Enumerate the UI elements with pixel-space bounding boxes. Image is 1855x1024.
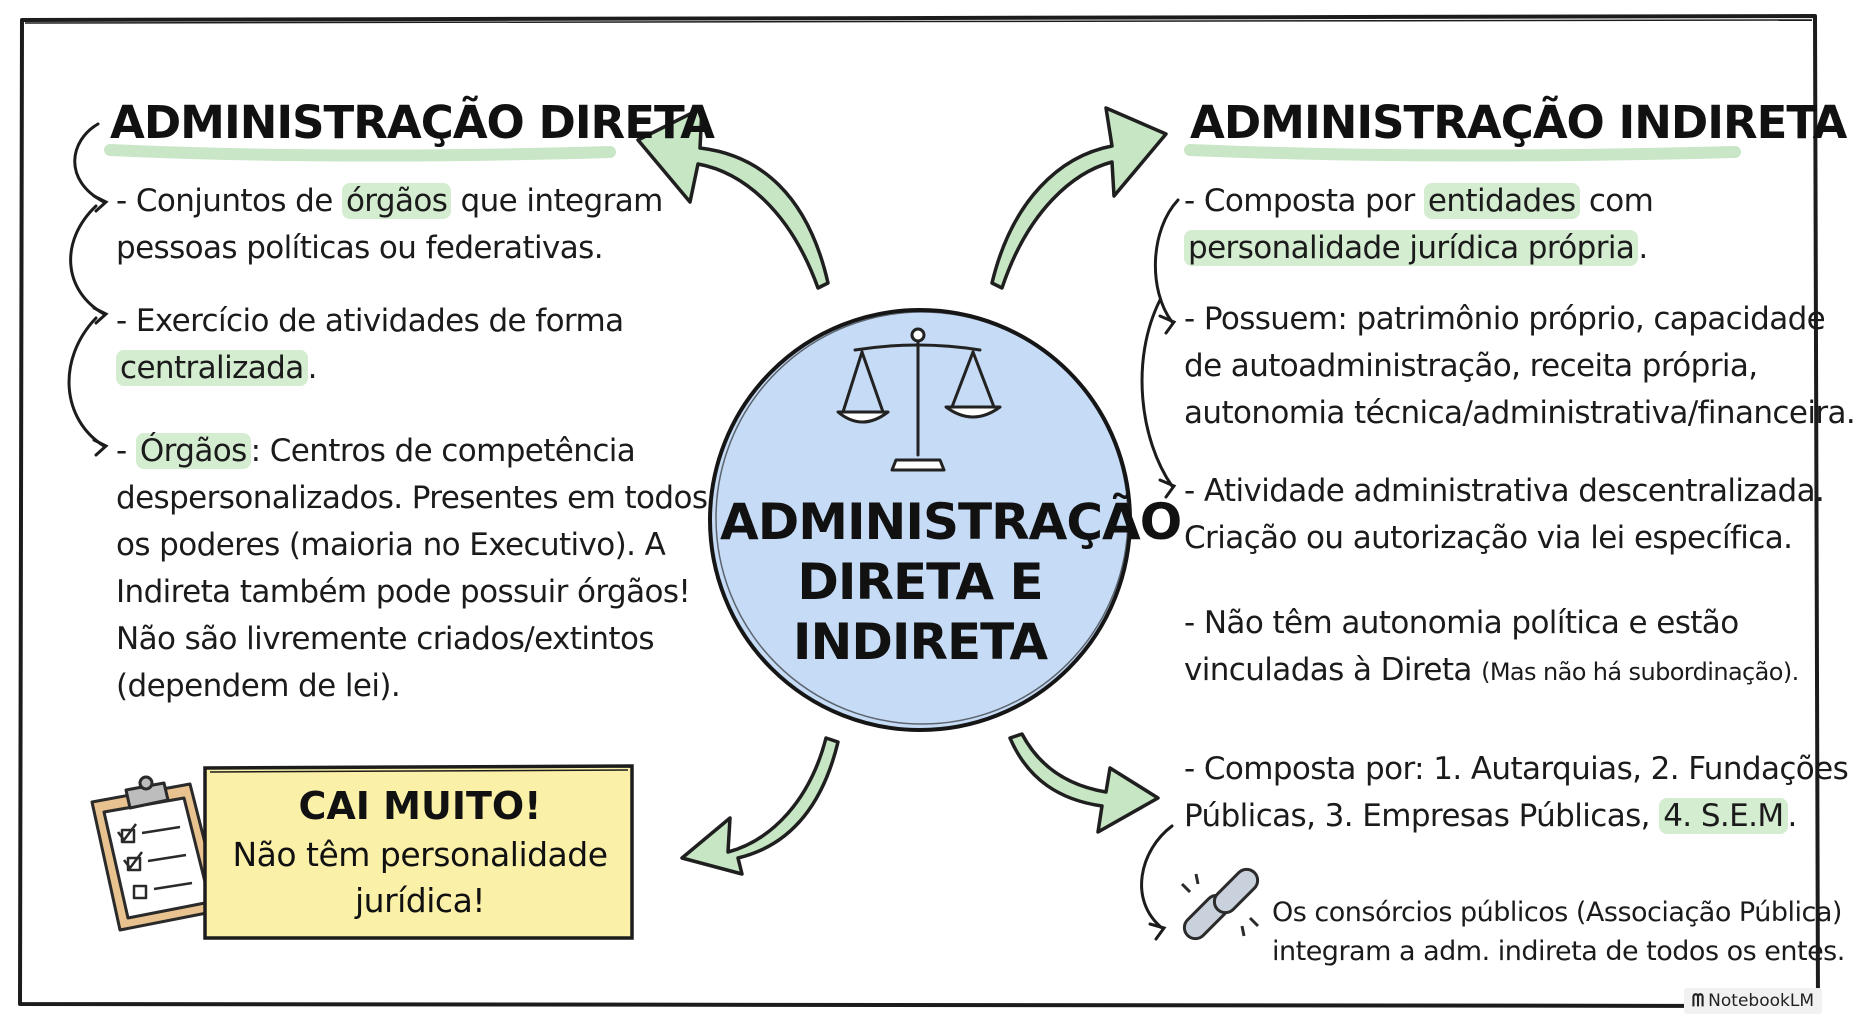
indireta-item-5-line-2: Públicas, 3. Empresas Públicas, 4. S.E.M… bbox=[1184, 798, 1797, 834]
indireta-item-5-line-1: - Composta por: 1. Autarquias, 2. Fundaç… bbox=[1184, 751, 1849, 787]
clipboard-checklist-icon bbox=[90, 775, 224, 932]
highlight-orgaos: órgãos bbox=[341, 183, 452, 219]
arrow-to-entities bbox=[1008, 732, 1160, 834]
indireta-item-4-line-2: vinculadas à Direta (Mas não há subordin… bbox=[1184, 652, 1799, 688]
direta-item-3-line-5: Não são livremente criados/extintos bbox=[116, 621, 654, 657]
direta-item-2: - Exercício de atividades de forma centr… bbox=[116, 298, 624, 392]
callout-heading: CAI MUITO! bbox=[298, 784, 542, 828]
direta-item-1-line-1: - Conjuntos de órgãos que integram bbox=[116, 183, 663, 219]
center-title-line-3: INDIRETA bbox=[792, 613, 1048, 671]
direta-item-3-line-4: Indireta também pode possuir órgãos! bbox=[116, 574, 691, 610]
callout-line-1: Não têm personalidade bbox=[232, 835, 608, 874]
arrow-to-direta bbox=[636, 106, 830, 290]
direta-item-3: - Órgãos: Centros de competência despers… bbox=[116, 428, 708, 710]
title-underline-indireta bbox=[1184, 144, 1741, 162]
title-indireta: ADMINISTRAÇÃO INDIRETA bbox=[1190, 96, 1847, 149]
direta-item-3-line-2: despersonalizados. Presentes em todos bbox=[116, 480, 708, 516]
highlight-sem: 4. S.E.M bbox=[1659, 798, 1788, 834]
right-connectors bbox=[1140, 198, 1180, 941]
indireta-item-2-line-2: de autoadministração, receita própria, bbox=[1184, 348, 1758, 384]
direta-item-1: - Conjuntos de órgãos que integram pesso… bbox=[116, 178, 663, 272]
center-title-line-2: DIRETA E bbox=[797, 553, 1043, 611]
indireta-item-2-line-3: autonomia técnica/administrativa/finance… bbox=[1184, 395, 1855, 431]
direta-item-3-line-3: os poderes (maioria no Executivo). A bbox=[116, 527, 666, 563]
subordinacao-note: (Mas não há subordinação). bbox=[1481, 658, 1799, 686]
highlight-orgaos-2: Órgãos bbox=[135, 433, 251, 469]
consorcios-note: Os consórcios públicos (Associação Públi… bbox=[1272, 893, 1845, 971]
direta-item-2-line-2: centralizada. bbox=[116, 345, 624, 392]
consorcios-note-line-1: Os consórcios públicos (Associação Públi… bbox=[1272, 897, 1842, 928]
indireta-item-3-line-2: Criação ou autorização via lei específic… bbox=[1184, 520, 1793, 556]
highlight-entidades: entidades bbox=[1423, 183, 1580, 219]
center-title-line-1: ADMINISTRAÇÃO bbox=[720, 493, 1182, 551]
arrow-to-indireta bbox=[990, 106, 1168, 290]
scales-of-justice-icon bbox=[836, 327, 1002, 472]
indireta-item-3-line-1: - Atividade administrativa descentraliza… bbox=[1184, 473, 1825, 509]
title-underline-direta bbox=[104, 144, 616, 162]
direta-item-2-line-1: - Exercício de atividades de forma bbox=[116, 303, 624, 339]
indireta-item-4: - Não têm autonomia política e estão vin… bbox=[1184, 600, 1799, 696]
consorcios-note-line-2: integram a adm. indireta de todos os ent… bbox=[1272, 936, 1845, 967]
indireta-item-1: - Composta por entidades com personalida… bbox=[1184, 178, 1654, 272]
direta-item-1-line-2: pessoas políticas ou federativas. bbox=[116, 230, 604, 266]
title-direta: ADMINISTRAÇÃO DIRETA bbox=[110, 96, 715, 149]
broken-chain-link-icon bbox=[1180, 867, 1260, 941]
callout-line-2: jurídica! bbox=[354, 881, 486, 920]
indireta-item-2-line-1: - Possuem: patrimônio próprio, capacidad… bbox=[1184, 301, 1826, 337]
left-connectors bbox=[67, 122, 109, 457]
indireta-item-4-line-1: - Não têm autonomia política e estão bbox=[1184, 605, 1739, 641]
center-circle bbox=[708, 308, 1132, 732]
indireta-item-1-line-2: personalidade jurídica própria. bbox=[1184, 225, 1653, 272]
indireta-item-5: - Composta por: 1. Autarquias, 2. Fundaç… bbox=[1184, 746, 1849, 840]
arrow-to-callout bbox=[680, 736, 840, 876]
highlight-centralizada: centralizada bbox=[116, 350, 308, 386]
direta-item-3-line-6: (dependem de lei). bbox=[116, 668, 401, 704]
direta-item-3-line-1: - Órgãos: Centros de competência bbox=[116, 433, 636, 469]
indireta-item-1-line-1: - Composta por entidades com bbox=[1184, 183, 1654, 219]
indireta-item-3: - Atividade administrativa descentraliza… bbox=[1184, 468, 1825, 562]
center-title: ADMINISTRAÇÃO DIRETA E INDIRETA bbox=[720, 492, 1182, 672]
highlight-personalidade: personalidade jurídica própria bbox=[1184, 230, 1639, 266]
watermark-label: NotebookLM bbox=[1708, 991, 1814, 1011]
notebooklm-logo-icon: ᗰ bbox=[1691, 991, 1705, 1011]
callout-text: CAI MUITO! Não têm personalidade jurídic… bbox=[210, 784, 630, 924]
callout-box bbox=[203, 764, 634, 940]
indireta-item-2: - Possuem: patrimônio próprio, capacidad… bbox=[1184, 296, 1855, 437]
